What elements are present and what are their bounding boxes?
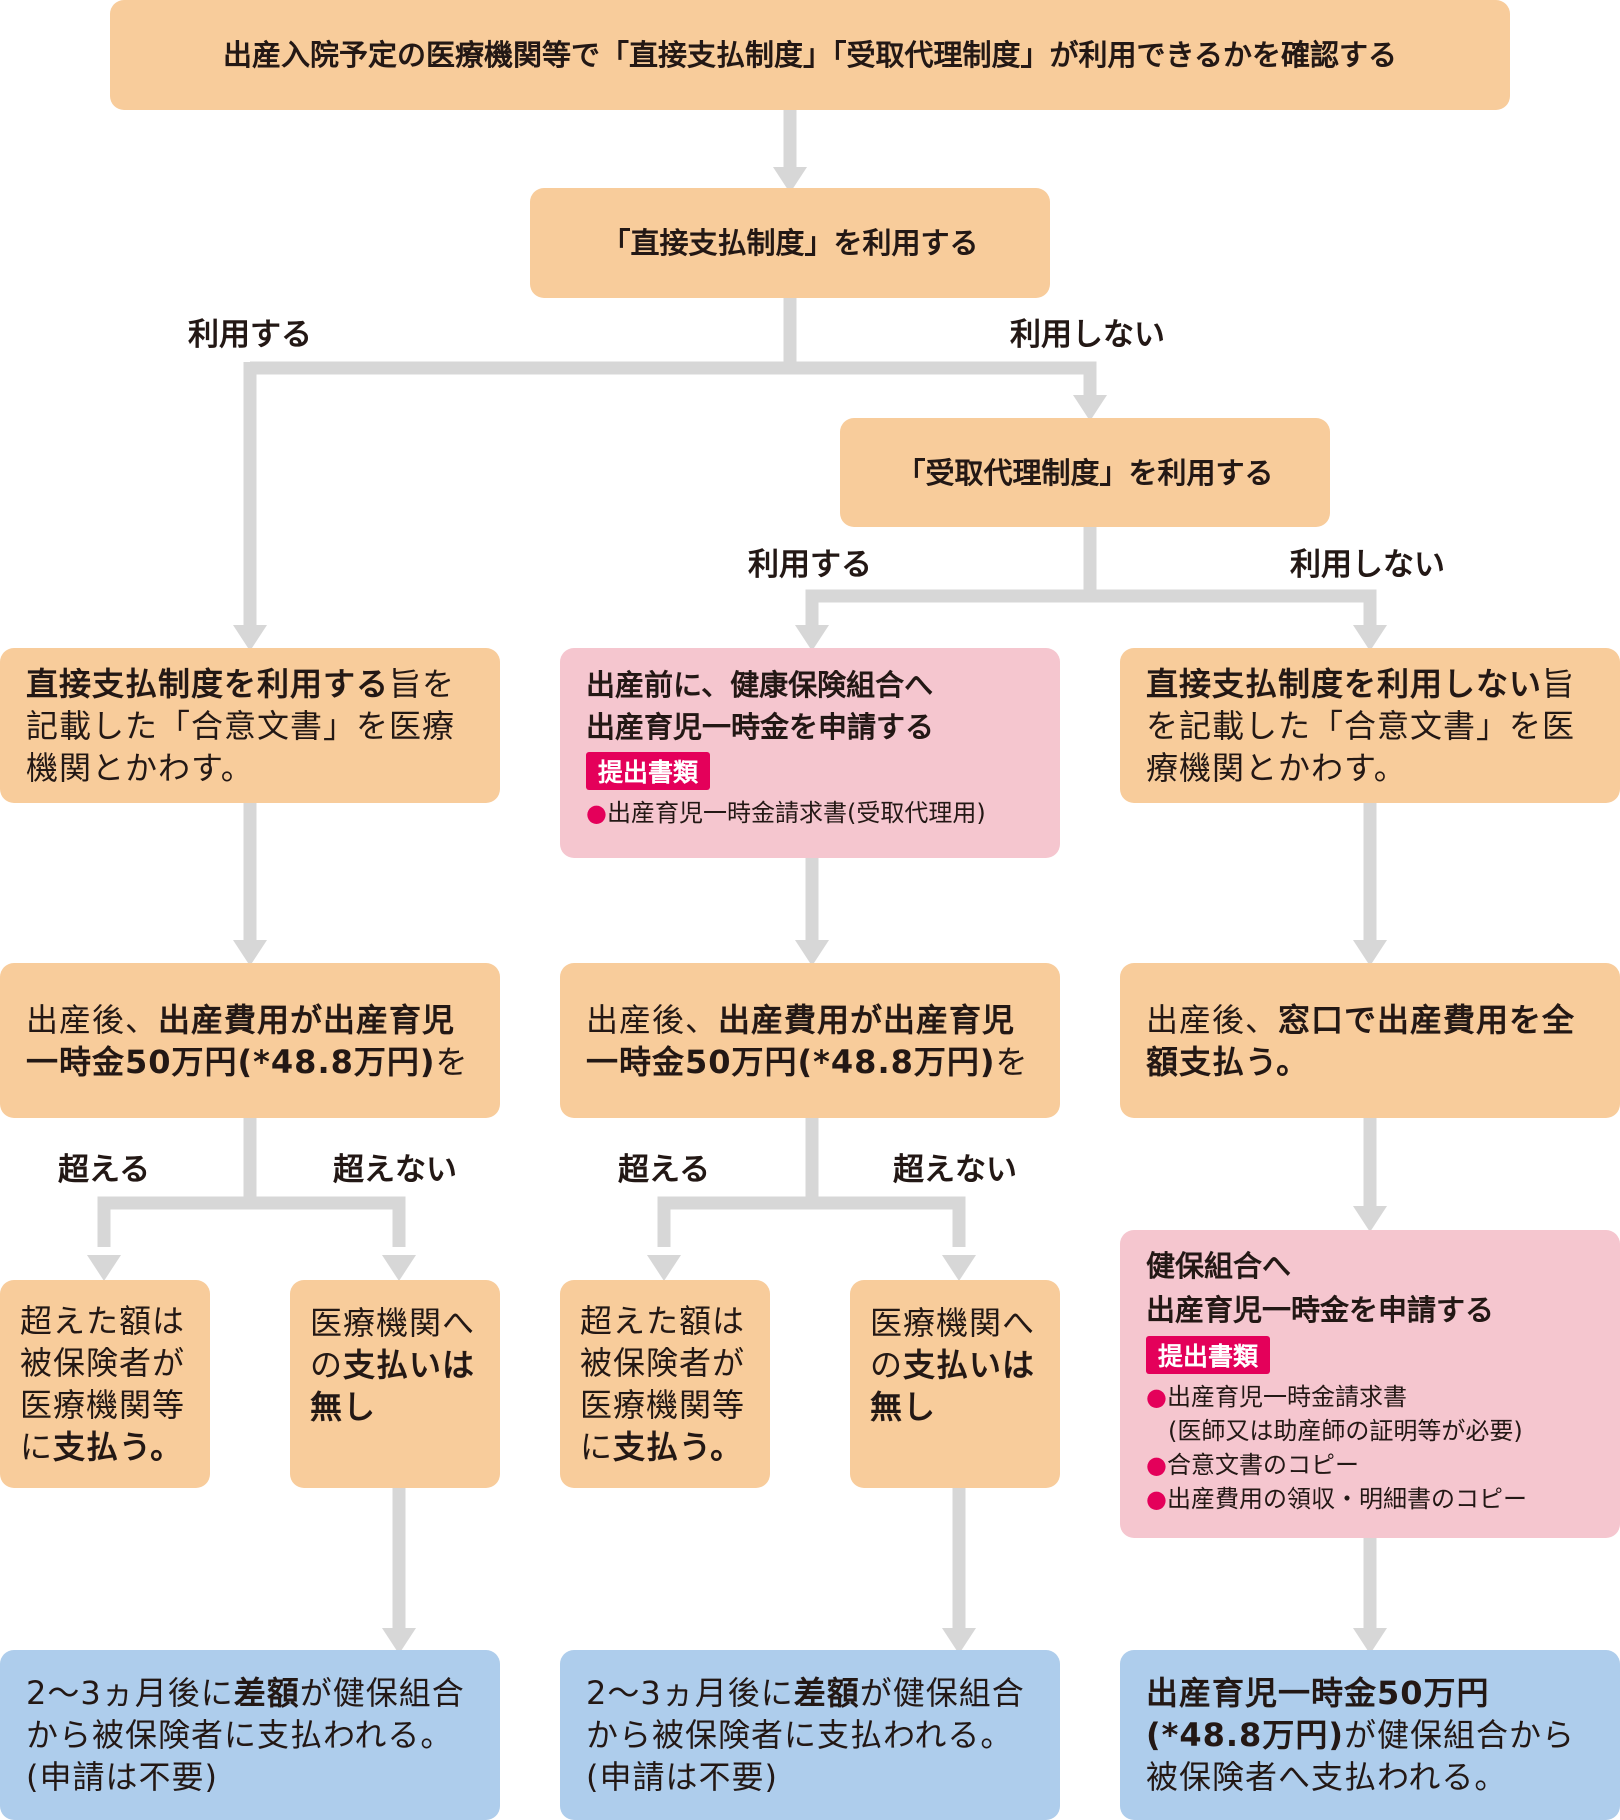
receipt-agent-question-box: 「受取代理制度」を利用する <box>840 418 1330 527</box>
right-result-box: 出産育児一時金50万円(*48.8万円)が健保組合から被保険者へ支払われる。 <box>1120 1650 1620 1820</box>
right-documents-badge: 提出書類 <box>1146 1336 1271 1374</box>
left-result-box: 2〜3ヵ月後に差額が健保組合 から被保険者に支払われる。 (申請は不要) <box>0 1650 500 1820</box>
right-after-birth-box: 出産後、窓口で出産費用を全額支払う。 <box>1120 963 1620 1118</box>
mid-apply-box: 出産前に、健康保険組合へ 出産育児一時金を申請する 提出書類 ●出産育児一時金請… <box>560 648 1060 858</box>
mid-pay-excess-text: 超えた額は 被保険者が 医療機関等 に支払う。 <box>580 1302 746 1466</box>
mid-apply-title: 出産前に、健康保険組合へ 出産育児一時金を申請する <box>586 668 935 744</box>
mid-label-not-over: 超えない <box>893 1152 1017 1188</box>
left-pay-excess-text: 超えた額は 被保険者が 医療機関等 に支払う。 <box>20 1302 186 1466</box>
right-document-item-2: ●合意文書のコピー <box>1146 1451 1359 1479</box>
right-agreement-box: 直接支払制度を利用しない旨を記載した「合意文書」を医療機関とかわす。 <box>1120 648 1620 803</box>
right-document-item-1: ●出産育児一時金請求書 <box>1146 1383 1407 1411</box>
label-q2-no: 利用しない <box>1290 547 1445 583</box>
mid-after-birth-text: 出産後、出産費用が出産育児一時金50万円(*48.8万円)を <box>586 1000 1029 1081</box>
left-no-payment-text: 医療機関へ の支払いは 無し <box>310 1304 476 1426</box>
left-label-over: 超える <box>58 1152 151 1188</box>
left-agreement-box: 直接支払制度を利用する旨を記載した「合意文書」を医療機関とかわす。 <box>0 648 500 803</box>
mid-after-birth-box: 出産後、出産費用が出産育児一時金50万円(*48.8万円)を <box>560 963 1060 1118</box>
left-no-payment-box: 医療機関へ の支払いは 無し <box>290 1280 500 1488</box>
mid-result-text: 2〜3ヵ月後に差額が健保組合 から被保険者に支払われる。 (申請は不要) <box>586 1674 1025 1796</box>
mid-result-box: 2〜3ヵ月後に差額が健保組合 から被保険者に支払われる。 (申請は不要) <box>560 1650 1060 1820</box>
mid-no-payment-box: 医療機関へ の支払いは 無し <box>850 1280 1060 1488</box>
mid-no-payment-text: 医療機関へ の支払いは 無し <box>870 1304 1036 1426</box>
start-box: 出産入院予定の医療機関等で「直接支払制度」「受取代理制度」が利用できるかを確認す… <box>110 0 1510 110</box>
left-agreement-text: 直接支払制度を利用する旨を記載した「合意文書」を医療機関とかわす。 <box>26 664 456 787</box>
left-label-not-over: 超えない <box>333 1152 457 1188</box>
right-agreement-text: 直接支払制度を利用しない旨を記載した「合意文書」を医療機関とかわす。 <box>1146 664 1576 787</box>
right-after-birth-text: 出産後、窓口で出産費用を全額支払う。 <box>1146 1000 1576 1081</box>
right-apply-box: 健保組合へ 出産育児一時金を申請する 提出書類 ●出産育児一時金請求書 (医師又… <box>1120 1230 1620 1538</box>
direct-payment-question-box: 「直接支払制度」を利用する <box>530 188 1050 298</box>
right-result-text: 出産育児一時金50万円(*48.8万円)が健保組合から被保険者へ支払われる。 <box>1146 1674 1575 1796</box>
mid-pay-excess-box: 超えた額は 被保険者が 医療機関等 に支払う。 <box>560 1280 770 1488</box>
mid-document-item: ●出産育児一時金請求書(受取代理用) <box>586 799 986 827</box>
mid-documents-badge: 提出書類 <box>586 752 711 790</box>
left-after-birth-box: 出産後、出産費用が出産育児一時金50万円(*48.8万円)を <box>0 963 500 1118</box>
left-result-text: 2〜3ヵ月後に差額が健保組合 から被保険者に支払われる。 (申請は不要) <box>26 1674 465 1796</box>
direct-payment-question-text: 「直接支払制度」を利用する <box>601 226 979 260</box>
right-document-item-1-note: (医師又は助産師の証明等が必要) <box>1168 1417 1523 1445</box>
left-after-birth-text: 出産後、出産費用が出産育児一時金50万円(*48.8万円)を <box>26 1000 469 1081</box>
right-apply-title: 健保組合へ 出産育児一時金を申請する <box>1146 1249 1495 1327</box>
mid-label-over: 超える <box>618 1152 711 1188</box>
right-document-item-3: ●出産費用の領収・明細書のコピー <box>1146 1485 1527 1513</box>
label-q1-yes: 利用する <box>188 317 312 353</box>
receipt-agent-question-text: 「受取代理制度」を利用する <box>896 455 1274 490</box>
left-pay-excess-box: 超えた額は 被保険者が 医療機関等 に支払う。 <box>0 1280 210 1488</box>
label-q2-yes: 利用する <box>748 547 872 583</box>
label-q1-no: 利用しない <box>1010 317 1165 353</box>
start-text: 出産入院予定の医療機関等で「直接支払制度」「受取代理制度」が利用できるかを確認す… <box>223 38 1397 72</box>
